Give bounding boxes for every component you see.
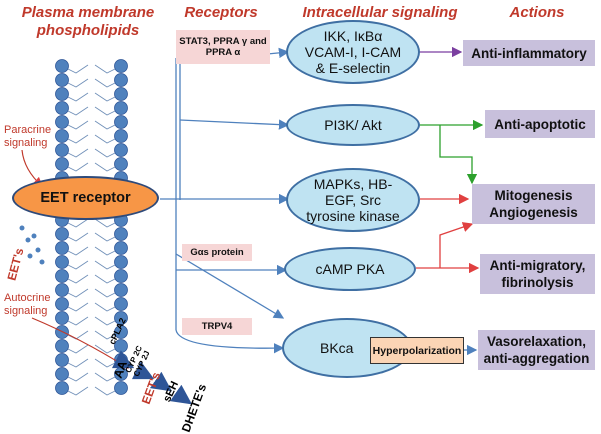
lipid-head bbox=[55, 339, 69, 353]
header-membrane: Plasma membrane phospholipids bbox=[21, 4, 155, 39]
receptor-gas: Gαs protein bbox=[182, 244, 252, 261]
lipid-head bbox=[55, 101, 69, 115]
lipid-head bbox=[114, 311, 128, 325]
label-paracrine: Paracrine signaling bbox=[4, 124, 52, 149]
pathway-bkca-label: BKca bbox=[320, 340, 354, 356]
receptor-trpv4: TRPV4 bbox=[182, 318, 252, 335]
receptor-trunk bbox=[175, 58, 181, 330]
arrow-metab-3 bbox=[149, 371, 173, 392]
header-actions: Actions bbox=[509, 4, 565, 21]
lipid-head bbox=[114, 129, 128, 143]
arrow-to-bkca bbox=[175, 329, 285, 354]
lipid-head bbox=[55, 73, 69, 87]
header-receptors: Receptors bbox=[184, 4, 258, 21]
action-mitogenesis: Mitogenesis Angiogenesis bbox=[472, 184, 595, 224]
lipid-head bbox=[55, 367, 69, 381]
lipid-head bbox=[114, 269, 128, 283]
lipid-head bbox=[55, 311, 69, 325]
lipid-head bbox=[114, 325, 128, 339]
lipid-head bbox=[114, 283, 128, 297]
arrow-to-pi3k bbox=[179, 119, 290, 130]
lipid-head bbox=[55, 353, 69, 367]
lipid-head bbox=[55, 241, 69, 255]
lipid-head bbox=[55, 269, 69, 283]
lipid-head bbox=[55, 129, 69, 143]
lipid-head bbox=[114, 227, 128, 241]
action-vasorelaxation: Vasorelaxation, anti-aggregation bbox=[478, 330, 595, 370]
arrow-pi3k-to-mitogenesis bbox=[439, 125, 478, 185]
lipid-head bbox=[55, 297, 69, 311]
arrow-metab-4 bbox=[169, 384, 193, 405]
lipid-head bbox=[55, 227, 69, 241]
pathway-pi3k: PI3K/ Akt bbox=[286, 104, 420, 146]
arrow-camp-to-mitogenesis bbox=[439, 222, 474, 268]
pathway-mapk: MAPKs, HB-EGF, Src tyrosine kinase bbox=[286, 168, 420, 232]
lipid-head bbox=[55, 87, 69, 101]
lipid-head bbox=[114, 381, 128, 395]
hyperpolarization-box: Hyperpolarization bbox=[370, 337, 464, 364]
action-anti-inflammatory: Anti-inflammatory bbox=[463, 40, 595, 66]
lipid-head bbox=[55, 283, 69, 297]
lipid-head bbox=[114, 297, 128, 311]
pathway-bkca: BKca bbox=[282, 318, 412, 378]
lipid-head bbox=[55, 115, 69, 129]
lipid-head bbox=[114, 59, 128, 73]
lipid-head bbox=[114, 101, 128, 115]
lipid-head bbox=[114, 143, 128, 157]
lipid-head bbox=[55, 143, 69, 157]
label-autocrine: Autocrine signaling bbox=[4, 292, 51, 317]
header-signaling: Intracellular signaling bbox=[302, 4, 458, 21]
action-anti-migratory: Anti-migratory, fibrinolysis bbox=[480, 254, 595, 294]
pathway-camp: cAMP PKA bbox=[284, 247, 416, 291]
membrane-tails bbox=[61, 64, 122, 396]
lipid-head bbox=[55, 157, 69, 171]
lipid-head bbox=[55, 59, 69, 73]
eet-receptor: EET receptor bbox=[12, 176, 159, 220]
lipid-head bbox=[114, 255, 128, 269]
arrow-gas-to-bkca bbox=[175, 253, 285, 319]
lipid-head bbox=[114, 115, 128, 129]
lipid-head bbox=[55, 255, 69, 269]
action-anti-apoptotic: Anti-apoptotic bbox=[485, 110, 595, 138]
lipid-head bbox=[114, 241, 128, 255]
lipid-head bbox=[114, 87, 128, 101]
eet-dots bbox=[19, 225, 45, 265]
receptor-stat3: STAT3, PPRA γ and PPRA α bbox=[176, 30, 270, 64]
lipid-head bbox=[55, 381, 69, 395]
lipid-head bbox=[114, 73, 128, 87]
lipid-head bbox=[114, 157, 128, 171]
pathway-ikk: IKK, IκBα VCAM-I, I-CAM & E-selectin bbox=[286, 20, 420, 84]
arrow-metab-1 bbox=[111, 350, 135, 369]
